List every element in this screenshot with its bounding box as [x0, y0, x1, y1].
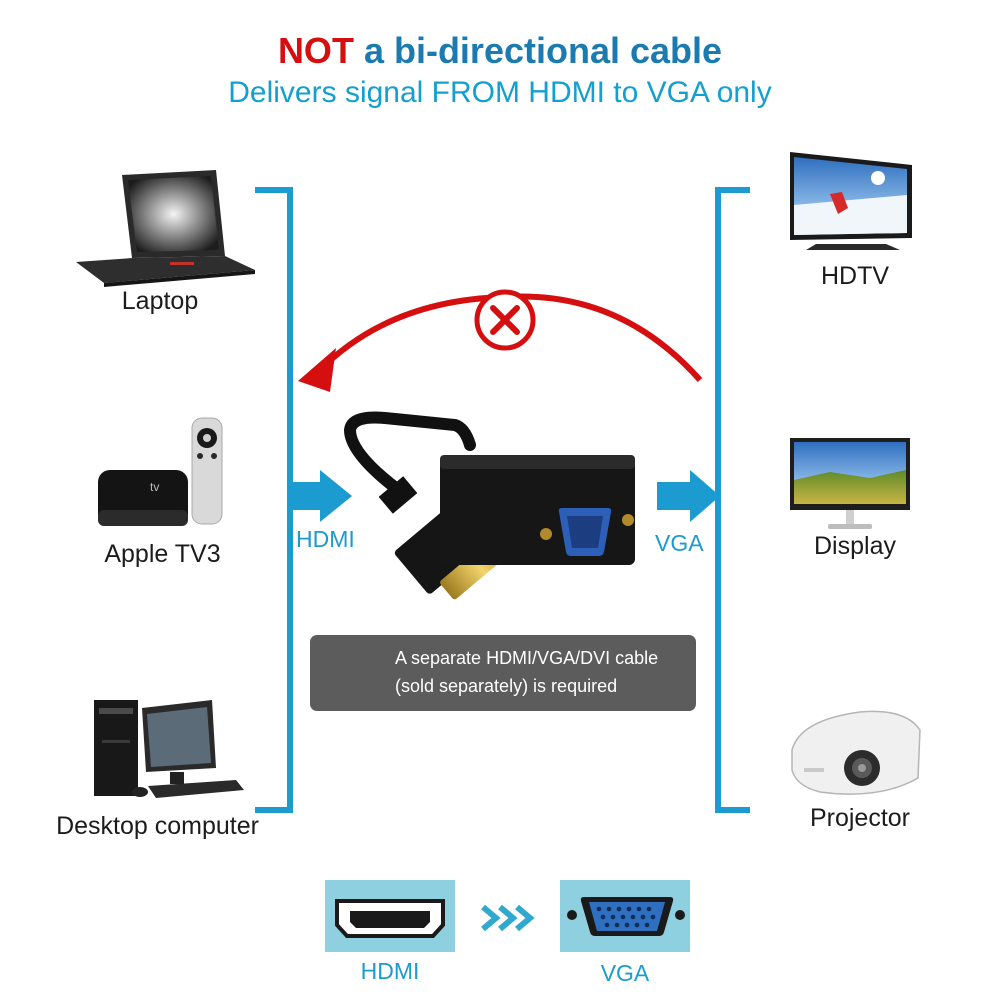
input-port-label: HDMI [296, 526, 355, 552]
left-bracket [255, 187, 293, 813]
source-label-desktop: Desktop computer [56, 812, 259, 840]
apple-tv-icon: tv [98, 470, 188, 526]
warning-box [310, 635, 696, 711]
no-entry-icon [474, 289, 536, 351]
right-bracket [715, 187, 750, 813]
hdtv-icon [790, 152, 912, 250]
warning-line-1: A separate HDMI/VGA/DVI cable [395, 648, 659, 668]
tv-logo: tv [150, 480, 159, 494]
remote-icon [191, 417, 223, 525]
bottom-hdmi-label: HDMI [360, 958, 420, 984]
input-arrow-icon [290, 470, 352, 522]
display-label-hdtv: HDTV [820, 262, 890, 290]
display-icon [790, 438, 910, 529]
output-port-label: VGA [655, 530, 704, 556]
desktop-computer-icon [94, 700, 244, 798]
page-title: NOT a bi-directional cable [0, 30, 1000, 72]
hdmi-port-tile [325, 880, 455, 952]
source-label-laptop: Laptop [121, 287, 199, 315]
laptop-icon [76, 170, 255, 287]
projector-icon [791, 710, 921, 795]
page-subtitle: Delivers signal FROM HDMI to VGA only [228, 76, 772, 109]
hdmi-to-vga-adapter-icon [343, 411, 635, 600]
display-label-projector: Projector [809, 804, 911, 832]
chevrons-right-icon [481, 904, 535, 932]
warning-text: A separate HDMI/VGA/DVI cable (sold sepa… [395, 644, 695, 700]
title-rest: a bi-directional cable [353, 30, 723, 71]
warning-line-2: (sold separately) is required [395, 676, 618, 696]
bottom-vga-label: VGA [600, 960, 650, 986]
source-label-apple-tv: Apple TV3 [104, 540, 221, 568]
display-label-display: Display [814, 532, 896, 560]
title-not: NOT [277, 30, 354, 71]
vga-port-tile [560, 880, 690, 952]
output-arrow-icon [657, 470, 720, 522]
